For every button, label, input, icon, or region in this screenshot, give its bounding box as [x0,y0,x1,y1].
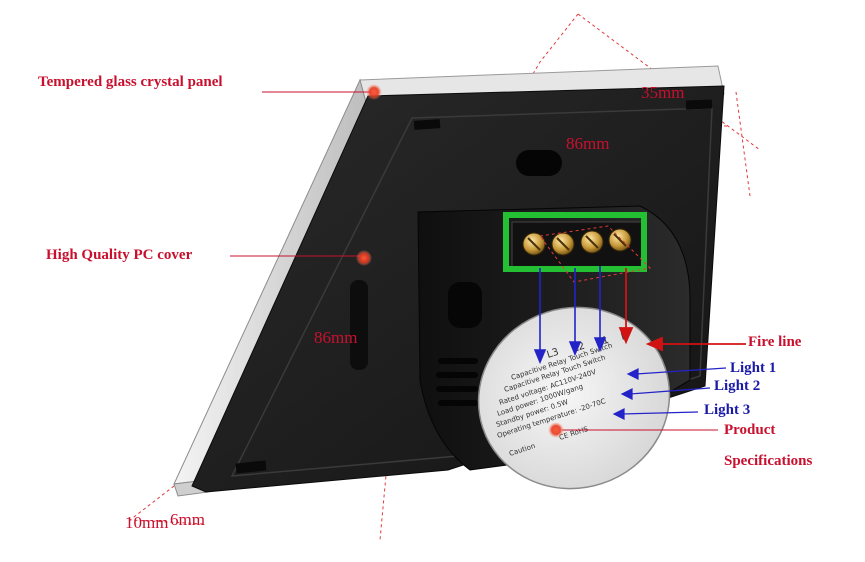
dim-width: 86mm [566,134,610,153]
fire-line-arrow [618,268,746,352]
label-pc-cover: High Quality PC cover [46,247,193,263]
dim-thickness-b: 6mm [170,510,205,529]
vent-slots [436,358,478,406]
dim-thickness-a: 10mm [125,513,169,532]
label-light-1: Light 1 [730,360,777,376]
dim-height: 86mm [314,328,358,347]
label-light-2: Light 2 [714,378,761,394]
dim-depth: 35mm [641,83,685,102]
wire-arrows [533,266,607,365]
label-light-3: Light 3 [704,402,751,418]
label-tempered-glass: Tempered glass crystal panel [38,74,223,90]
label-specifications: Specifications [724,453,813,469]
terminal-screws [522,228,632,256]
label-fire-line: Fire line [748,334,802,350]
label-product: Product [724,422,776,438]
callout-dots [356,84,564,438]
spec-label-cap: Capacitive Relay Touch Switch Rated volt… [477,306,671,490]
svg-text:L3: L3 [546,347,561,361]
